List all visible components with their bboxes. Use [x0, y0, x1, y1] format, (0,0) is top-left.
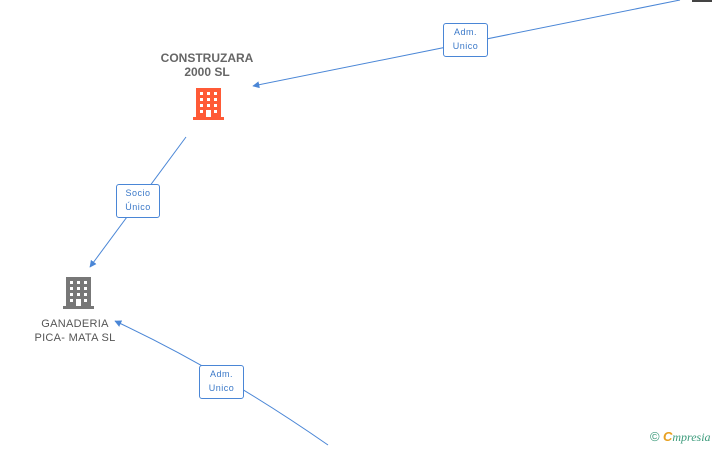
edge-socio-label[interactable]: Socio Único	[116, 184, 160, 218]
construzara-name-line2: 2000 SL	[184, 65, 230, 79]
empresia-logo-initial: C	[662, 429, 673, 444]
ganaderia-name-line2: PICA- MATA SL	[34, 332, 116, 344]
ganaderia-building-icon[interactable]	[63, 277, 94, 309]
edge-socio-line2: Único	[125, 202, 151, 212]
construzara-building-icon[interactable]	[193, 88, 224, 120]
edge-bottom-line1: Adm.	[209, 369, 233, 379]
ganaderia-name-line1: GANADERIA	[41, 318, 109, 330]
construzara-name-line1: CONSTRUZARA	[160, 51, 254, 65]
ganaderia-label[interactable]: GANADERIA PICA- MATA SL	[20, 317, 130, 345]
copyright-symbol: ©	[650, 429, 660, 444]
edge-top-line2: Unico	[452, 41, 479, 51]
edge-top-label[interactable]: Adm. Unico	[443, 23, 488, 57]
edge-top-line1: Adm.	[453, 27, 477, 37]
construzara-label[interactable]: CONSTRUZARA 2000 SL	[150, 51, 264, 79]
edge-bottom-label[interactable]: Adm. Unico	[199, 365, 244, 399]
edge-socio-line1: Socio	[125, 188, 151, 198]
empresia-credit[interactable]: © Cmpresia	[650, 429, 711, 445]
empresia-logo-text: mpresia	[672, 430, 711, 444]
edge-bottom-line2: Unico	[208, 383, 235, 393]
corner-fragment	[692, 0, 712, 2]
